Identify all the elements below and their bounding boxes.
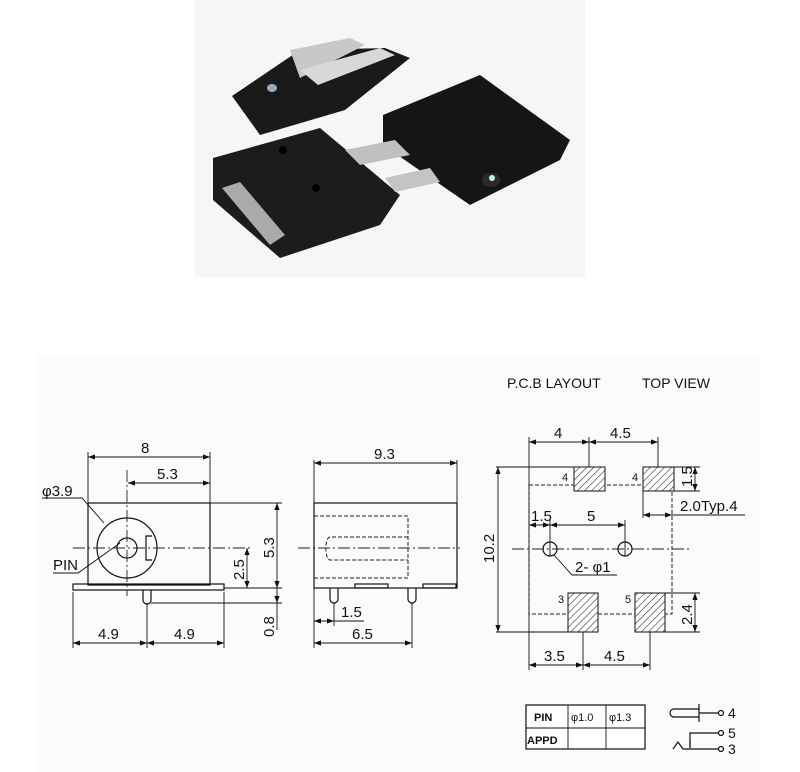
table-header: PIN	[534, 712, 552, 724]
dim-bottom-left: 3.5	[544, 648, 565, 665]
dim-right-half: 4.9	[174, 626, 195, 643]
table-header: φ1.0	[571, 712, 593, 724]
pcb-layout: P.C.B LAYOUT TOP VIEW	[481, 375, 745, 670]
dim-pad-height-top: 1.5	[679, 466, 696, 487]
dim-top-left: 4	[554, 425, 562, 442]
pad-5	[634, 592, 666, 633]
dim-height: 5.3	[261, 537, 278, 558]
dim-length: 9.3	[374, 446, 395, 463]
pin-label: PIN	[53, 557, 78, 574]
product-photo	[195, 0, 585, 277]
terminal-label: 3	[728, 741, 736, 757]
pad-width-note: 2.0Typ.4	[680, 498, 738, 515]
dim-left-half: 4.9	[98, 626, 119, 643]
table-cell: APPD	[527, 735, 558, 747]
pcb-view: TOP VIEW	[642, 375, 711, 391]
dim-standoff: 0.8	[261, 616, 278, 637]
dim-hole-spacing: 5	[587, 508, 595, 525]
pin-table: PIN φ1.0 φ1.3 APPD	[525, 704, 646, 750]
front-view: 8 5.3 φ3.9 PIN 2.5 5.3 0.8 4.9 4.9	[42, 440, 282, 648]
side-view: 9.3 1.5 6.5	[298, 446, 460, 648]
terminal-label: 4	[728, 705, 736, 721]
pad-3	[567, 592, 599, 633]
pad-label: 4	[562, 472, 568, 484]
dim-hole-offset: 1.5	[531, 508, 552, 525]
pad-4a	[573, 466, 606, 492]
dim-overall-height: 10.2	[481, 534, 498, 563]
holes-note: 2- φ1	[575, 559, 611, 576]
dim-pin-spacing: 6.5	[352, 626, 373, 643]
dim-width: 8	[141, 440, 149, 457]
dim-diameter: φ3.9	[42, 483, 73, 500]
drawing-panel	[37, 355, 760, 772]
pcb-title: P.C.B LAYOUT	[507, 375, 601, 391]
dim-top-right: 4.5	[610, 425, 631, 442]
dim-bottom-right: 4.5	[604, 648, 625, 665]
dim-offset: 5.3	[157, 466, 178, 483]
jack-schematic: 4 5 3	[669, 704, 736, 757]
dim-pin-height: 2.5	[231, 559, 248, 580]
table-header: φ1.3	[609, 712, 631, 724]
pad-label: 4	[632, 472, 638, 484]
pad-label: 3	[558, 594, 564, 606]
pad-4b	[642, 466, 675, 492]
pad-label: 5	[625, 594, 631, 606]
dim-pad-height-bottom: 2.4	[679, 604, 696, 625]
terminal-label: 5	[728, 725, 736, 741]
dim-pin-offset: 1.5	[341, 604, 362, 621]
